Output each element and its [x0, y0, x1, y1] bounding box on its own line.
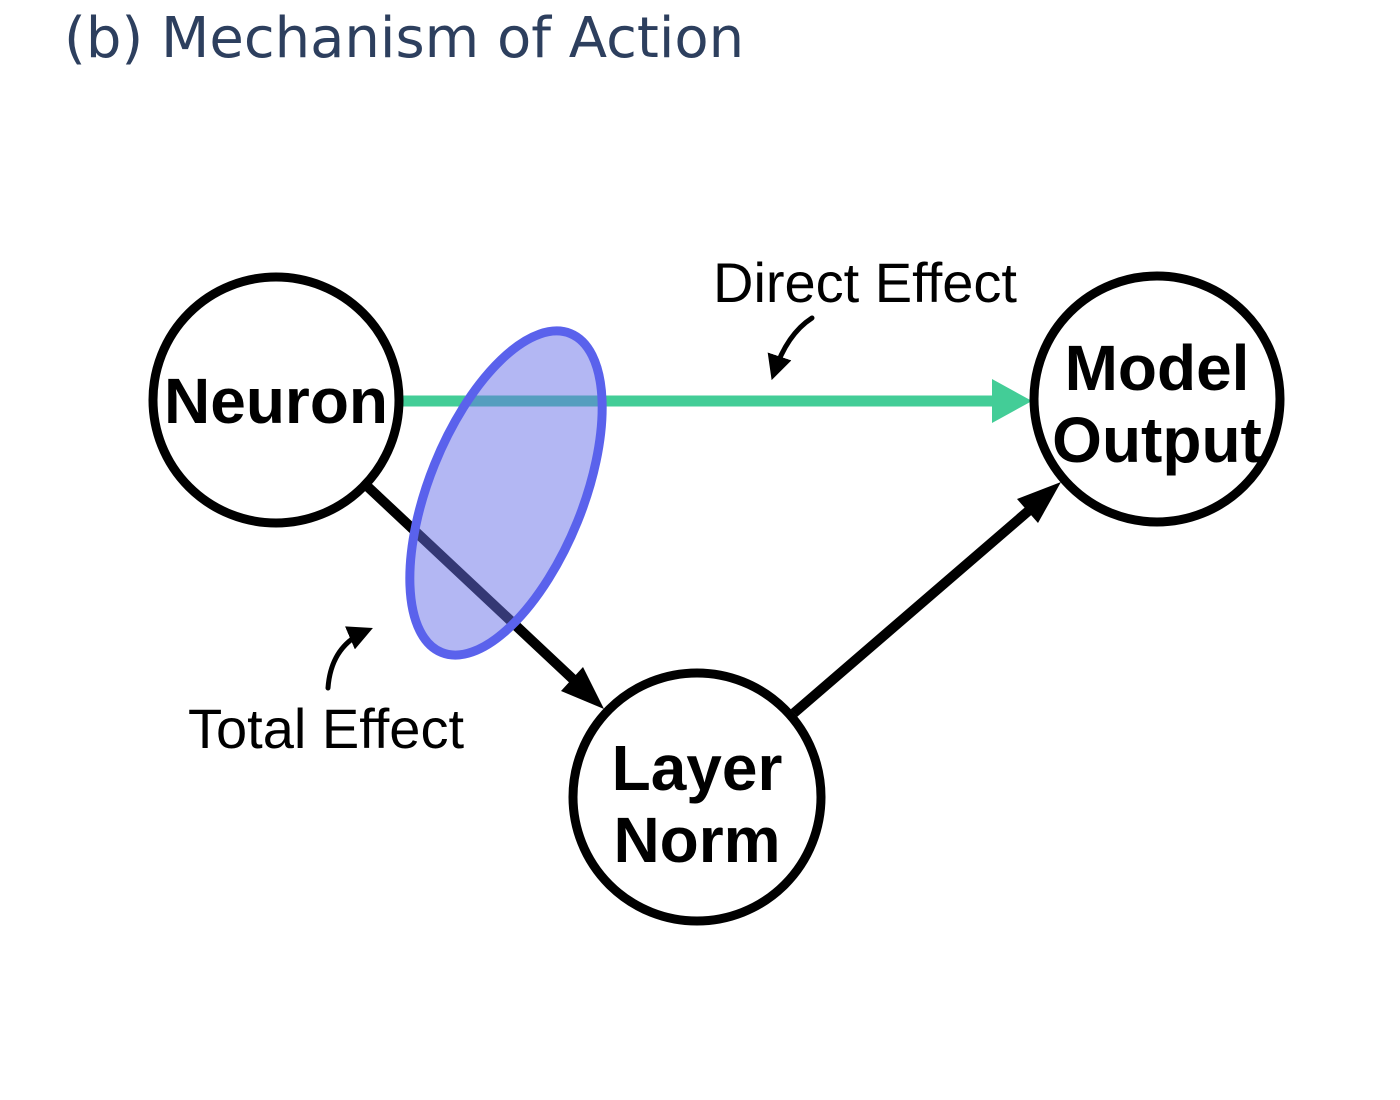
- total-effect-ellipse: [405, 326, 607, 660]
- node-neuron: Neuron: [148, 272, 404, 528]
- node-model-output: Model Output: [1029, 271, 1285, 527]
- total-effect-pointer-arrow: [325, 626, 373, 691]
- node-layer-norm: Layer Norm: [568, 668, 826, 926]
- layernorm-to-output-arrowhead: [1017, 482, 1061, 523]
- neuron-to-layernorm-arrowhead: [561, 667, 604, 709]
- layer-norm-circle: [568, 668, 826, 926]
- model-output-circle: [1029, 271, 1285, 527]
- figure-title: (b) Mechanism of Action: [64, 6, 745, 71]
- layer-norm-label-line1: Layer: [612, 732, 783, 804]
- layernorm-to-output-arrow: [790, 482, 1061, 717]
- model-output-label-line1: Model: [1065, 332, 1250, 404]
- model-output-label-line2: Output: [1052, 404, 1262, 476]
- direct-effect-arrowhead: [992, 379, 1032, 423]
- total-effect-label: Total Effect: [188, 697, 464, 760]
- layer-norm-label-line2: Norm: [613, 804, 780, 876]
- direct-effect-label: Direct Effect: [713, 251, 1017, 314]
- neuron-label: Neuron: [164, 365, 388, 437]
- neuron-circle: [148, 272, 404, 528]
- layernorm-to-output-shaft: [790, 503, 1037, 717]
- direct-effect-pointer-arrow: [767, 315, 815, 381]
